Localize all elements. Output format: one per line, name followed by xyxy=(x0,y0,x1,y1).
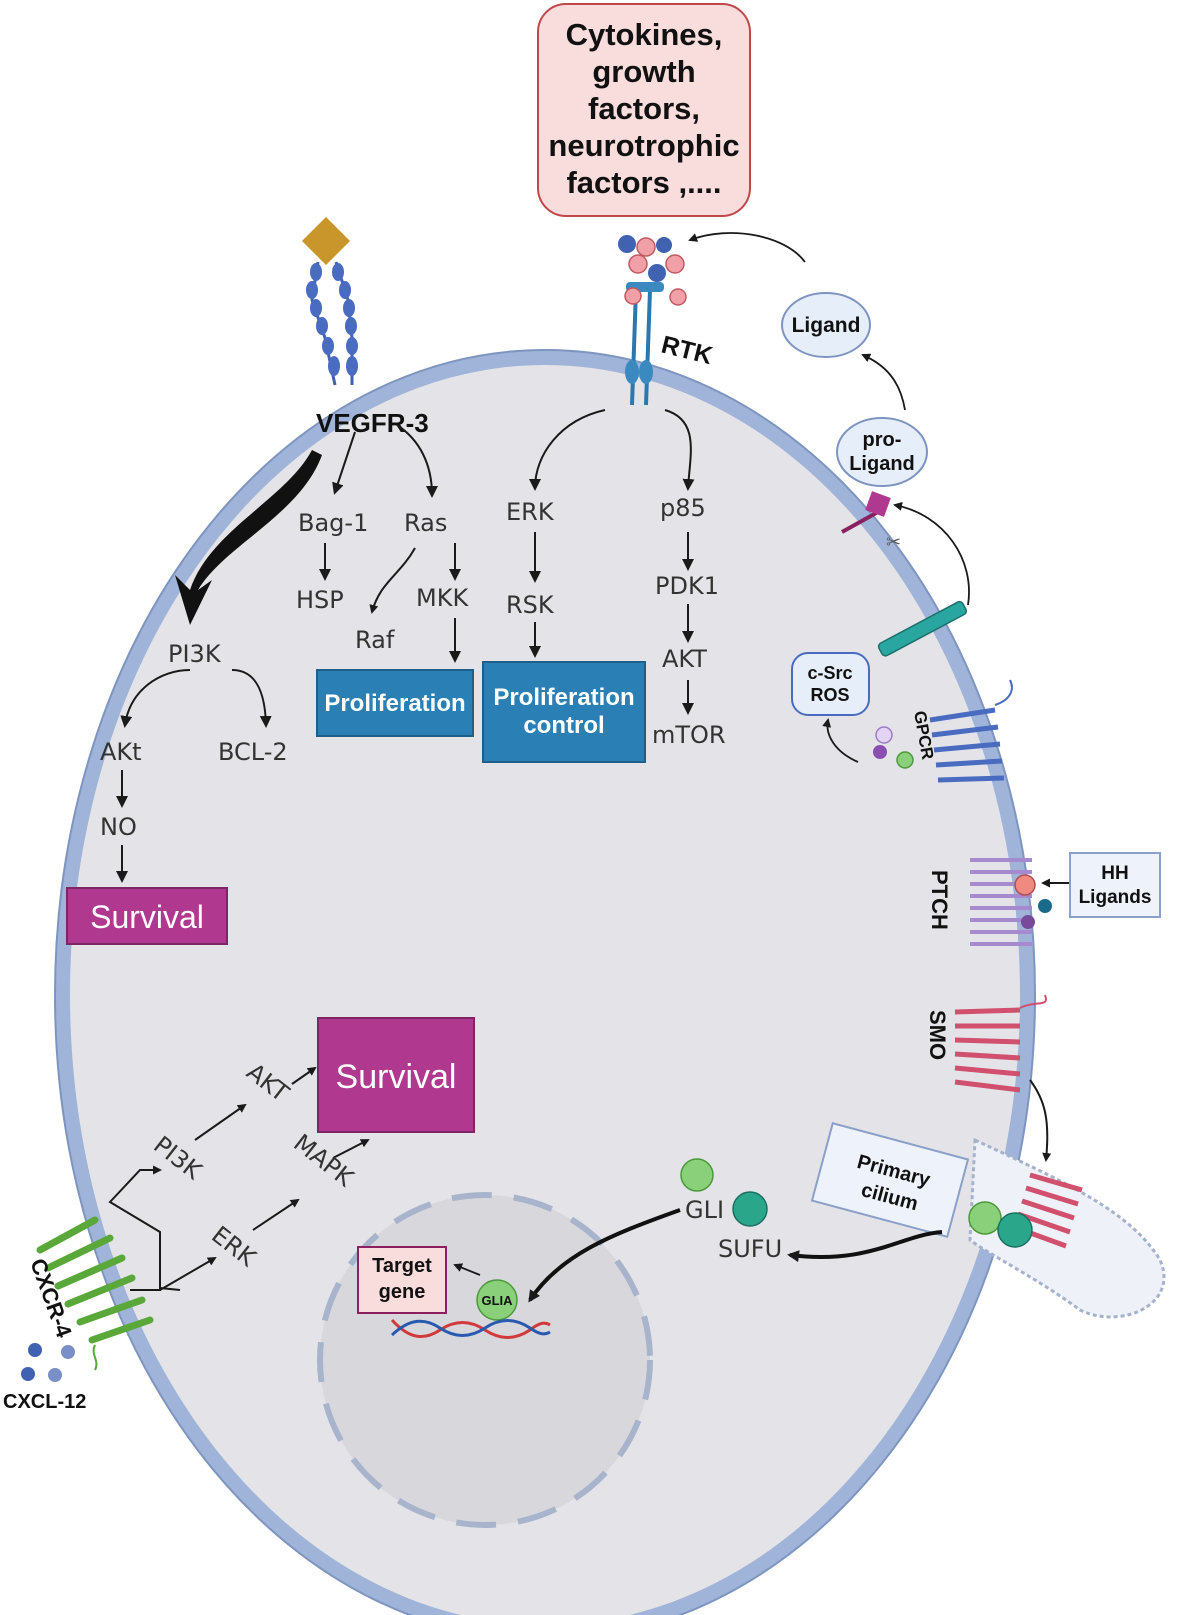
pro-ligand-bubble xyxy=(836,417,928,487)
vegfr-pathway: Bag-1 Ras HSP MKK Raf PI3K AKt BCL-2 NO … xyxy=(66,509,474,945)
rtk-arrows xyxy=(529,409,695,715)
primary-cilium-box xyxy=(810,1122,970,1238)
dna-strand-red xyxy=(390,1318,551,1339)
callout-line-1: Cytokines, xyxy=(566,17,723,52)
pro-ligand-line-2: Ligand xyxy=(849,453,915,475)
hh-label-1: HH xyxy=(1101,863,1128,884)
ptch-receptor: PTCH HH Ligands xyxy=(927,852,1161,946)
cell xyxy=(54,349,1166,1615)
smo-receptor: SMO xyxy=(925,994,1083,1249)
callout-line-3: factors, xyxy=(588,91,700,126)
callout-line-2: growth xyxy=(592,54,695,89)
proliferation-control-box xyxy=(482,661,646,763)
pi3k-thick-arrow xyxy=(175,450,322,625)
ptch-label: PTCH xyxy=(927,870,952,930)
proliferation-label: Proliferation xyxy=(324,690,465,717)
rsk-label: RSK xyxy=(506,591,555,619)
ras-label: Ras xyxy=(404,509,447,537)
smo-label: SMO xyxy=(925,1010,950,1060)
erk-label: ERK xyxy=(506,498,555,526)
gli-label: GLI xyxy=(685,1196,724,1224)
callout-line-4: neurotrophic xyxy=(548,128,739,163)
cytoplasm xyxy=(70,365,1020,1615)
glia-factor xyxy=(476,1279,518,1321)
rtk-pathway: ERK RSK p85 PDK1 AKT mTOR Proliferation … xyxy=(482,494,726,763)
hh-label-2: Ligands xyxy=(1079,887,1152,908)
ligand-bubble xyxy=(781,292,871,358)
ros-label: ROS xyxy=(810,685,849,705)
callout-line-5: factors ,.... xyxy=(566,165,721,200)
cytokines-callout: Cytokines, growth factors, neurotrophic … xyxy=(537,3,751,217)
ligand-processing: Ligand pro- Ligand ✂ c-Src ROS xyxy=(688,232,970,763)
csrc-ros-box xyxy=(791,652,870,716)
svg-text:✂: ✂ xyxy=(886,532,901,552)
no-label: NO xyxy=(100,813,137,841)
mtor-label: mTOR xyxy=(652,721,726,749)
target-gene-box xyxy=(357,1246,447,1314)
gli-sufu: GLI SUFU xyxy=(528,1158,943,1303)
survival-box-top xyxy=(66,887,228,945)
nucleus-contents: GLIA Target gene xyxy=(357,1246,551,1339)
ligand-label: Ligand xyxy=(792,314,861,337)
glia-label: GLIA xyxy=(481,1293,513,1308)
bcl2-label: BCL-2 xyxy=(218,738,288,766)
dna-strand-blue xyxy=(390,1319,551,1337)
vegfr3-receptor: VEGFR-3 xyxy=(301,216,429,438)
mkk-label: MKK xyxy=(416,584,469,612)
csrc-label: c-Src xyxy=(807,663,852,683)
akt-label: AKt xyxy=(100,738,142,766)
cxcr4-label: CXCR-4 xyxy=(25,1255,77,1341)
hsp-label: HSP xyxy=(296,586,344,614)
gpcr-receptor: GPCR xyxy=(873,679,1013,783)
nucleus xyxy=(317,1192,653,1528)
pro-ligand-line-1: pro- xyxy=(863,429,902,451)
target-label-2: gene xyxy=(379,1281,426,1303)
akt-rtk-label: AKT xyxy=(662,645,707,673)
proliferation-control-line-1: Proliferation xyxy=(493,684,634,711)
p85-label: p85 xyxy=(660,494,706,522)
rtk-label: RTK xyxy=(659,331,716,371)
survival-label-top: Survival xyxy=(90,899,204,935)
survival-label-bottom: Survival xyxy=(336,1058,457,1096)
sufu-label: SUFU xyxy=(718,1235,782,1263)
vegfr-arrows xyxy=(116,424,461,883)
pdk1-label: PDK1 xyxy=(655,572,719,600)
rtk-receptor: RTK xyxy=(618,235,716,406)
proliferation-box xyxy=(316,669,474,737)
pi3k-label: PI3K xyxy=(168,640,222,668)
target-label-1: Target xyxy=(372,1255,432,1277)
bag1-label: Bag-1 xyxy=(298,509,368,537)
cxcl12-label: CXCL-12 xyxy=(3,1391,86,1413)
vegfr3-label: VEGFR-3 xyxy=(316,408,429,438)
hh-ligands-box xyxy=(1069,852,1161,918)
proliferation-control-line-2: control xyxy=(523,712,604,739)
survival-box-bottom xyxy=(317,1017,475,1133)
raf-label: Raf xyxy=(355,626,395,654)
